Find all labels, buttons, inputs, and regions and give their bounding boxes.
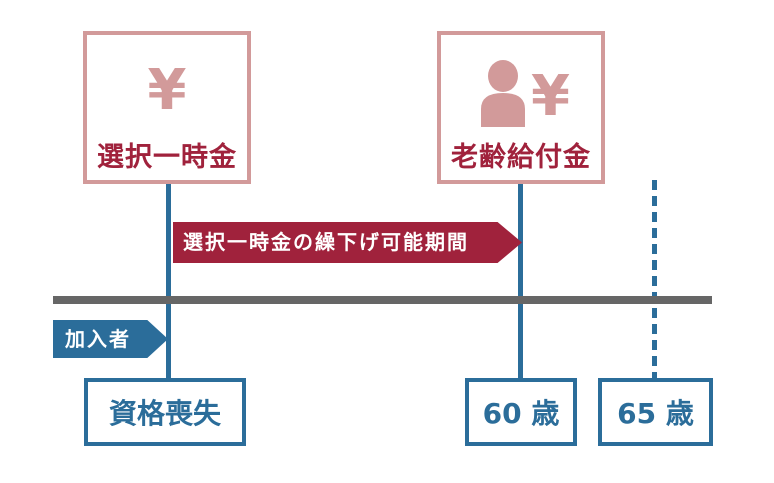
- person-icon: [481, 60, 525, 127]
- age-60-vertical-line: [518, 184, 523, 380]
- age-65-box: 65 歳: [598, 378, 713, 446]
- yen-icon: ¥: [147, 58, 187, 123]
- age-60-box: 60 歳: [465, 378, 577, 446]
- lump-sum-benefit-box: ¥ 選択一時金: [83, 31, 251, 184]
- age-65-dotted-line: [652, 180, 657, 380]
- qualification-loss-box: 資格喪失: [84, 378, 246, 446]
- member-period-arrow: 加入者: [53, 320, 168, 358]
- lump-sum-label: 選択一時金: [97, 142, 237, 173]
- member-label: 加入者: [65, 327, 131, 351]
- yen-icon: ¥: [531, 64, 570, 129]
- deferral-period-label: 選択一時金の繰下げ可能期間: [183, 230, 469, 254]
- lump-sum-vertical-line: [166, 184, 171, 380]
- deferral-period-arrow: 選択一時金の繰下げ可能期間: [173, 222, 522, 263]
- pension-label: 老齢給付金: [451, 142, 591, 173]
- pension-benefit-box: ¥ 老齢給付金: [437, 31, 605, 184]
- timeline-bar: [53, 296, 712, 304]
